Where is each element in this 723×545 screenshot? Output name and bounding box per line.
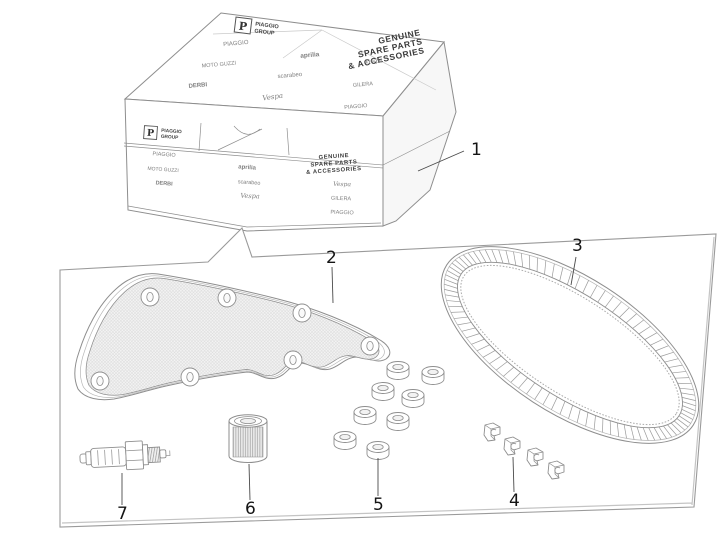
callout-1: 1 (471, 140, 482, 160)
box-front-brands: PIAGGIO MOTO GUZZI DERBI aprilia scarabe… (147, 151, 354, 216)
brand-logo: GILERA (353, 81, 374, 89)
spark-plug-hex (124, 440, 145, 471)
box-front-group-logo: P PIAGGIO GROUP (143, 125, 182, 141)
roller (401, 389, 425, 408)
eyelet (180, 367, 200, 387)
spark-plug-electrode (159, 449, 167, 459)
box-top-group-logo: P PIAGGIO GROUP (233, 16, 280, 37)
tagline-line: GENUINE (318, 153, 349, 161)
spark-plug-insulator (90, 446, 127, 468)
brand-logo: Vespa (333, 181, 351, 189)
box-lid-edge (123, 130, 451, 169)
callout-3: 3 (572, 236, 583, 256)
leader-line-3 (570, 256, 577, 286)
eyelet (283, 350, 303, 370)
roller (386, 361, 410, 380)
brand-logo: PIAGGIO (344, 103, 368, 111)
brand-logo: scarabeo (277, 72, 303, 80)
brand-logo: PIAGGIO (152, 151, 176, 159)
group-letter: P (147, 128, 155, 139)
roller (386, 412, 410, 431)
spark-plug-thread (147, 446, 161, 464)
callout-6: 6 (245, 499, 256, 519)
spare-parts-box: P PIAGGIO GROUP GENUINE SPARE PARTS & AC… (123, 12, 457, 232)
box-thumb-notch (233, 125, 261, 135)
callouts: 1 2 3 4 5 6 7 (117, 140, 583, 524)
board-edge-shadow (61, 236, 715, 524)
leader-line-1 (417, 150, 465, 172)
leader-line-6 (248, 463, 251, 501)
eyelet (90, 371, 110, 391)
leader-line-2 (331, 266, 334, 304)
spark-plug (79, 440, 171, 471)
brand-logo: Vespa (240, 192, 260, 201)
brand-logo: aprilia (238, 164, 257, 171)
callout-2: 2 (326, 248, 337, 268)
oil-filter-pleats (232, 426, 264, 458)
brand-logo: MOTO GUZZI (147, 166, 179, 174)
callout-5: 5 (373, 495, 384, 515)
brand-logo: DERBI (155, 180, 173, 187)
brand-logo: PIAGGIO (223, 40, 249, 48)
brand-logo: aprilia (300, 51, 320, 60)
roller (421, 366, 445, 385)
eyelet (360, 336, 380, 356)
brand-logo: scarabeo (238, 179, 261, 187)
spark-plug-hex-facets (125, 449, 144, 462)
roller (371, 382, 395, 401)
box-right-face (382, 40, 457, 227)
group-letter: P (238, 20, 248, 34)
group-name-line2: GROUP (161, 134, 180, 141)
roller (366, 441, 390, 460)
brand-logo: MOTO GUZZI (201, 60, 236, 69)
box-bottom-edge (127, 205, 382, 228)
eyelet (292, 303, 312, 323)
air-filter-eyelets (90, 287, 380, 391)
box-front-face (124, 98, 384, 232)
group-name-line1: PIAGGIO (255, 22, 280, 31)
box-top-crease (212, 29, 437, 91)
callout-4: 4 (509, 491, 520, 511)
spark-plug-tip (165, 450, 171, 457)
callout-7: 7 (117, 504, 128, 524)
brand-logo: Vespa (262, 92, 284, 103)
tagline-line: & ACCESSORIES (306, 166, 362, 176)
air-filter-mesh (85, 277, 380, 396)
tagline-line: SPARE PARTS (310, 159, 357, 168)
roller (353, 406, 377, 425)
brand-logo: DERBI (188, 82, 207, 90)
air-filter (74, 273, 391, 401)
roller (333, 431, 357, 450)
belt-teeth (444, 249, 696, 441)
spark-plug-ribs (97, 449, 120, 466)
brand-logo: PIAGGIO (330, 210, 354, 217)
box-front-tagline: GENUINE SPARE PARTS & ACCESSORIES (306, 153, 362, 176)
group-name-line1: PIAGGIO (161, 128, 182, 135)
eyelet (140, 287, 160, 307)
leader-line-4 (512, 456, 515, 493)
oil-filter (228, 414, 268, 463)
brand-logo: GILERA (331, 196, 352, 203)
brand-logo: Vespa (365, 57, 384, 66)
box-top-brands: PIAGGIO aprilia Vespa MOTO GUZZI scarabe… (188, 40, 383, 111)
group-name-line2: GROUP (254, 28, 275, 36)
eyelet (217, 288, 237, 308)
drive-belt (440, 246, 700, 444)
oil-filter-hole (240, 417, 256, 424)
